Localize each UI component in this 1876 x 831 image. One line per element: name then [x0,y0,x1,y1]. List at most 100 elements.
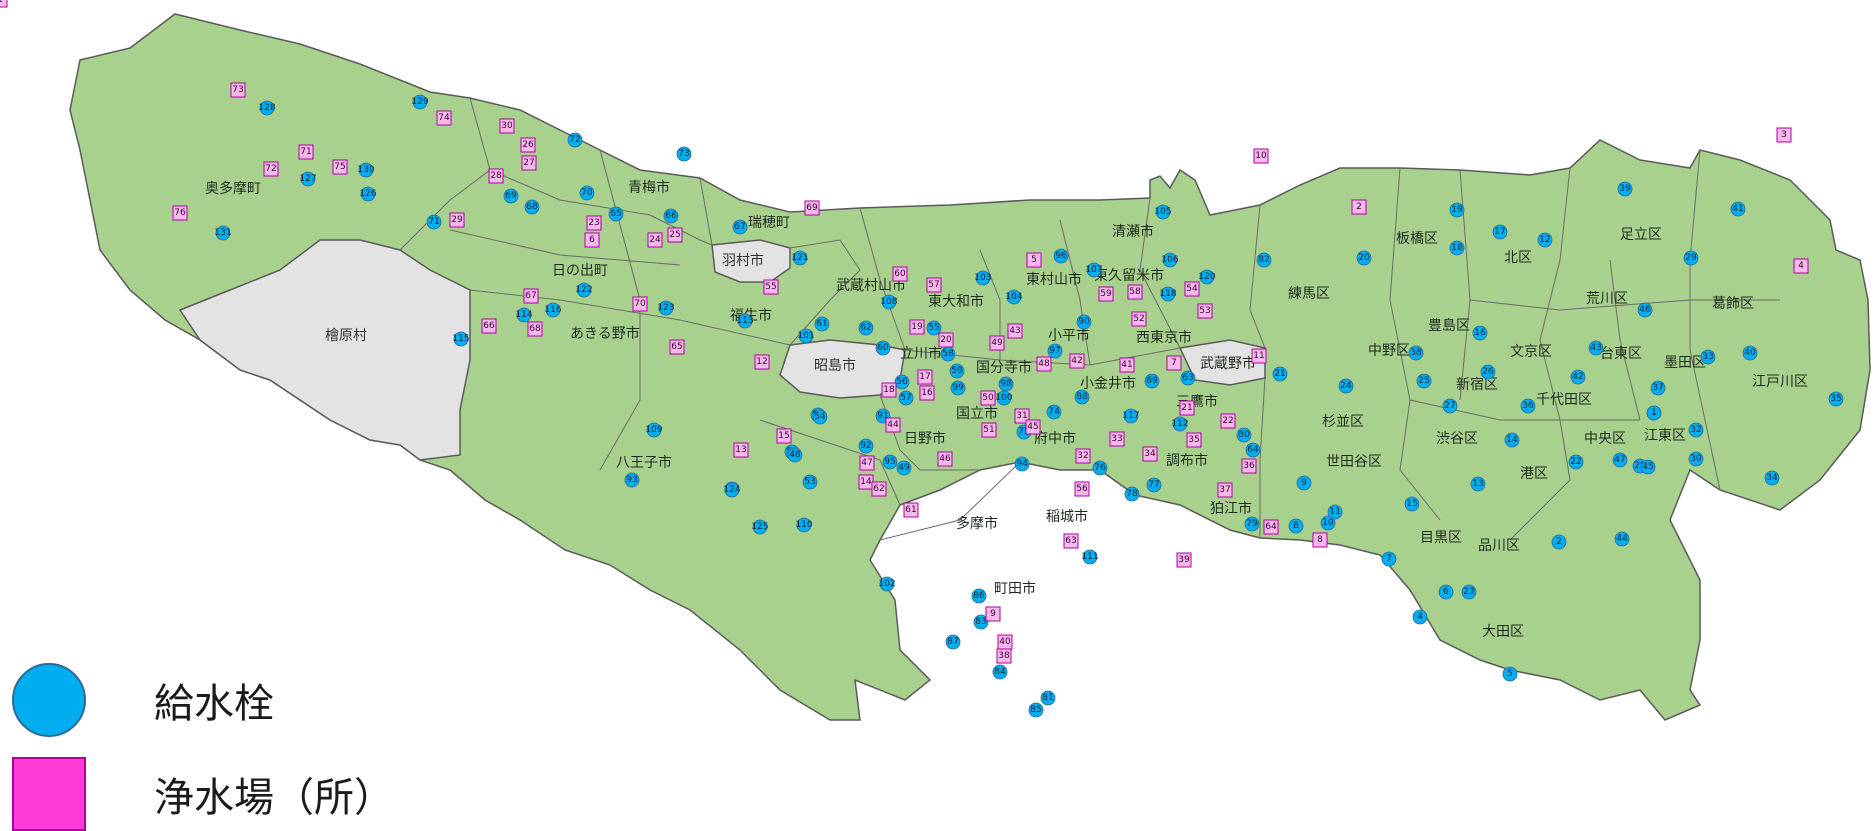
muni-label-tama: 多摩市 [956,515,998,532]
plant-number: 40 [999,637,1011,647]
muni-label-higashikurume: 東久留米市 [1094,267,1164,284]
plant-marker [1069,353,1085,369]
hydrant-marker [737,313,753,329]
muni-label-mizuho: 瑞穂町 [748,215,790,231]
hydrant-number: 18 [1451,243,1463,253]
hydrant-marker [1688,422,1704,438]
hydrant-number: 4 [1417,612,1423,622]
hydrant-number: 69 [505,191,517,201]
hydrant-marker [1637,302,1653,318]
hydrant-number: 130 [357,165,374,175]
hydrant-marker [1617,181,1633,197]
muni-label-okutama: 奥多摩町 [205,180,261,197]
hydrant-number: 98 [1000,379,1012,389]
hydrant-marker [1144,373,1160,389]
plant-number: 59 [1100,289,1112,299]
plant-marker [1197,303,1213,319]
hydrant-number: 124 [723,485,740,495]
hydrant-number: 61 [816,319,827,329]
plant-number: 50 [982,393,994,403]
plant-marker [989,335,1005,351]
hydrant-marker [1442,398,1458,414]
plant-number: 38 [998,651,1010,661]
hydrant-marker [579,185,595,201]
plant-marker [521,155,537,171]
plant-marker [1241,458,1257,474]
hydrant-marker [1172,416,1188,432]
hydrant-marker [1588,340,1604,356]
muni-label-nishitokyo: 西東京市 [1136,329,1192,346]
hydrant-number: 120 [1198,272,1215,282]
hydrant-number: 128 [258,103,275,113]
hydrant-number: 43 [1590,343,1601,353]
hydrant-marker [971,588,987,604]
muni-label-meguro: 目黒区 [1420,530,1462,546]
hydrant-number: 30 [1690,454,1702,464]
hydrant-number: 78 [1126,489,1138,499]
hydrant-marker [545,302,561,318]
plant-number: 49 [991,338,1003,348]
hydrant-number: 53 [804,477,815,487]
hydrant-marker [1828,391,1844,407]
hydrant-marker [1092,460,1108,476]
hydrant-marker [1356,250,1372,266]
plant-marker [909,319,925,335]
hydrant-marker [360,186,376,202]
muni-label-setagaya: 世田谷区 [1326,454,1382,470]
hydrant-marker [798,328,814,344]
muni-label-shinagawa: 品川区 [1478,538,1520,554]
hydrant-number: 102 [878,579,895,589]
plant-number: 10 [1255,151,1267,161]
muni-label-shibuya: 渋谷区 [1436,431,1478,447]
muni-label-higashimurayama: 東村山市 [1026,271,1082,288]
hydrant-marker [1288,518,1304,534]
hydrant-number: 126 [359,189,376,199]
muni-label-akiruno: あきる野市 [570,325,640,342]
plant-marker [1176,552,1192,568]
hydrant-number: 83 [975,617,986,627]
plant-number: 34 [1144,449,1156,459]
hydrant-number: 57 [900,393,911,403]
hydrant-number: 47 [1614,455,1625,465]
plant-marker [1184,281,1200,297]
plant-number: 51 [983,425,994,435]
plant-number: 1 [0,0,3,5]
plant-number: 47 [861,458,872,468]
hydrant-marker [412,94,428,110]
plant-number: 16 [921,388,933,398]
hydrant-number: 99 [952,383,964,393]
plant-marker [1253,148,1269,164]
hydrant-marker [1480,364,1496,380]
plant-marker [488,168,504,184]
plant-marker [985,606,1001,622]
hydrant-number: 56 [896,377,908,387]
hydrant-number: 54 [814,412,826,422]
plant-marker [1142,446,1158,462]
hydrant-number: 101 [797,331,814,341]
plant-number: 41 [1121,360,1132,370]
hydrant-marker [259,100,275,116]
plant-number: 21 [1181,403,1192,413]
muni-label-akishima: 昭島市 [814,357,856,374]
hydrant-marker [1504,432,1520,448]
hydrant-number: 106 [1161,255,1178,265]
plant-number: 66 [483,321,495,331]
plant-marker [1217,482,1233,498]
plant-number: 32 [1077,451,1088,461]
hydrant-number: 32 [1690,425,1701,435]
hydrant-number: 35 [1830,394,1841,404]
plant-number: 24 [649,235,661,245]
hydrant-number: 14 [1506,435,1518,445]
plant-number: 14 [860,477,872,487]
hydrant-number: 82 [1258,255,1269,265]
hydrant-number: 40 [1744,348,1756,358]
plant-number: 71 [300,147,311,157]
hydrant-number: 17 [1494,227,1505,237]
plant-number: 70 [634,299,646,309]
hydrant-number: 85 [1030,705,1041,715]
plant-number: 33 [1111,434,1122,444]
plant-number: 18 [883,385,895,395]
hydrant-number: 131 [214,228,231,238]
hydrant-number: 36 [1522,401,1534,411]
plant-number: 4 [1798,261,1804,271]
